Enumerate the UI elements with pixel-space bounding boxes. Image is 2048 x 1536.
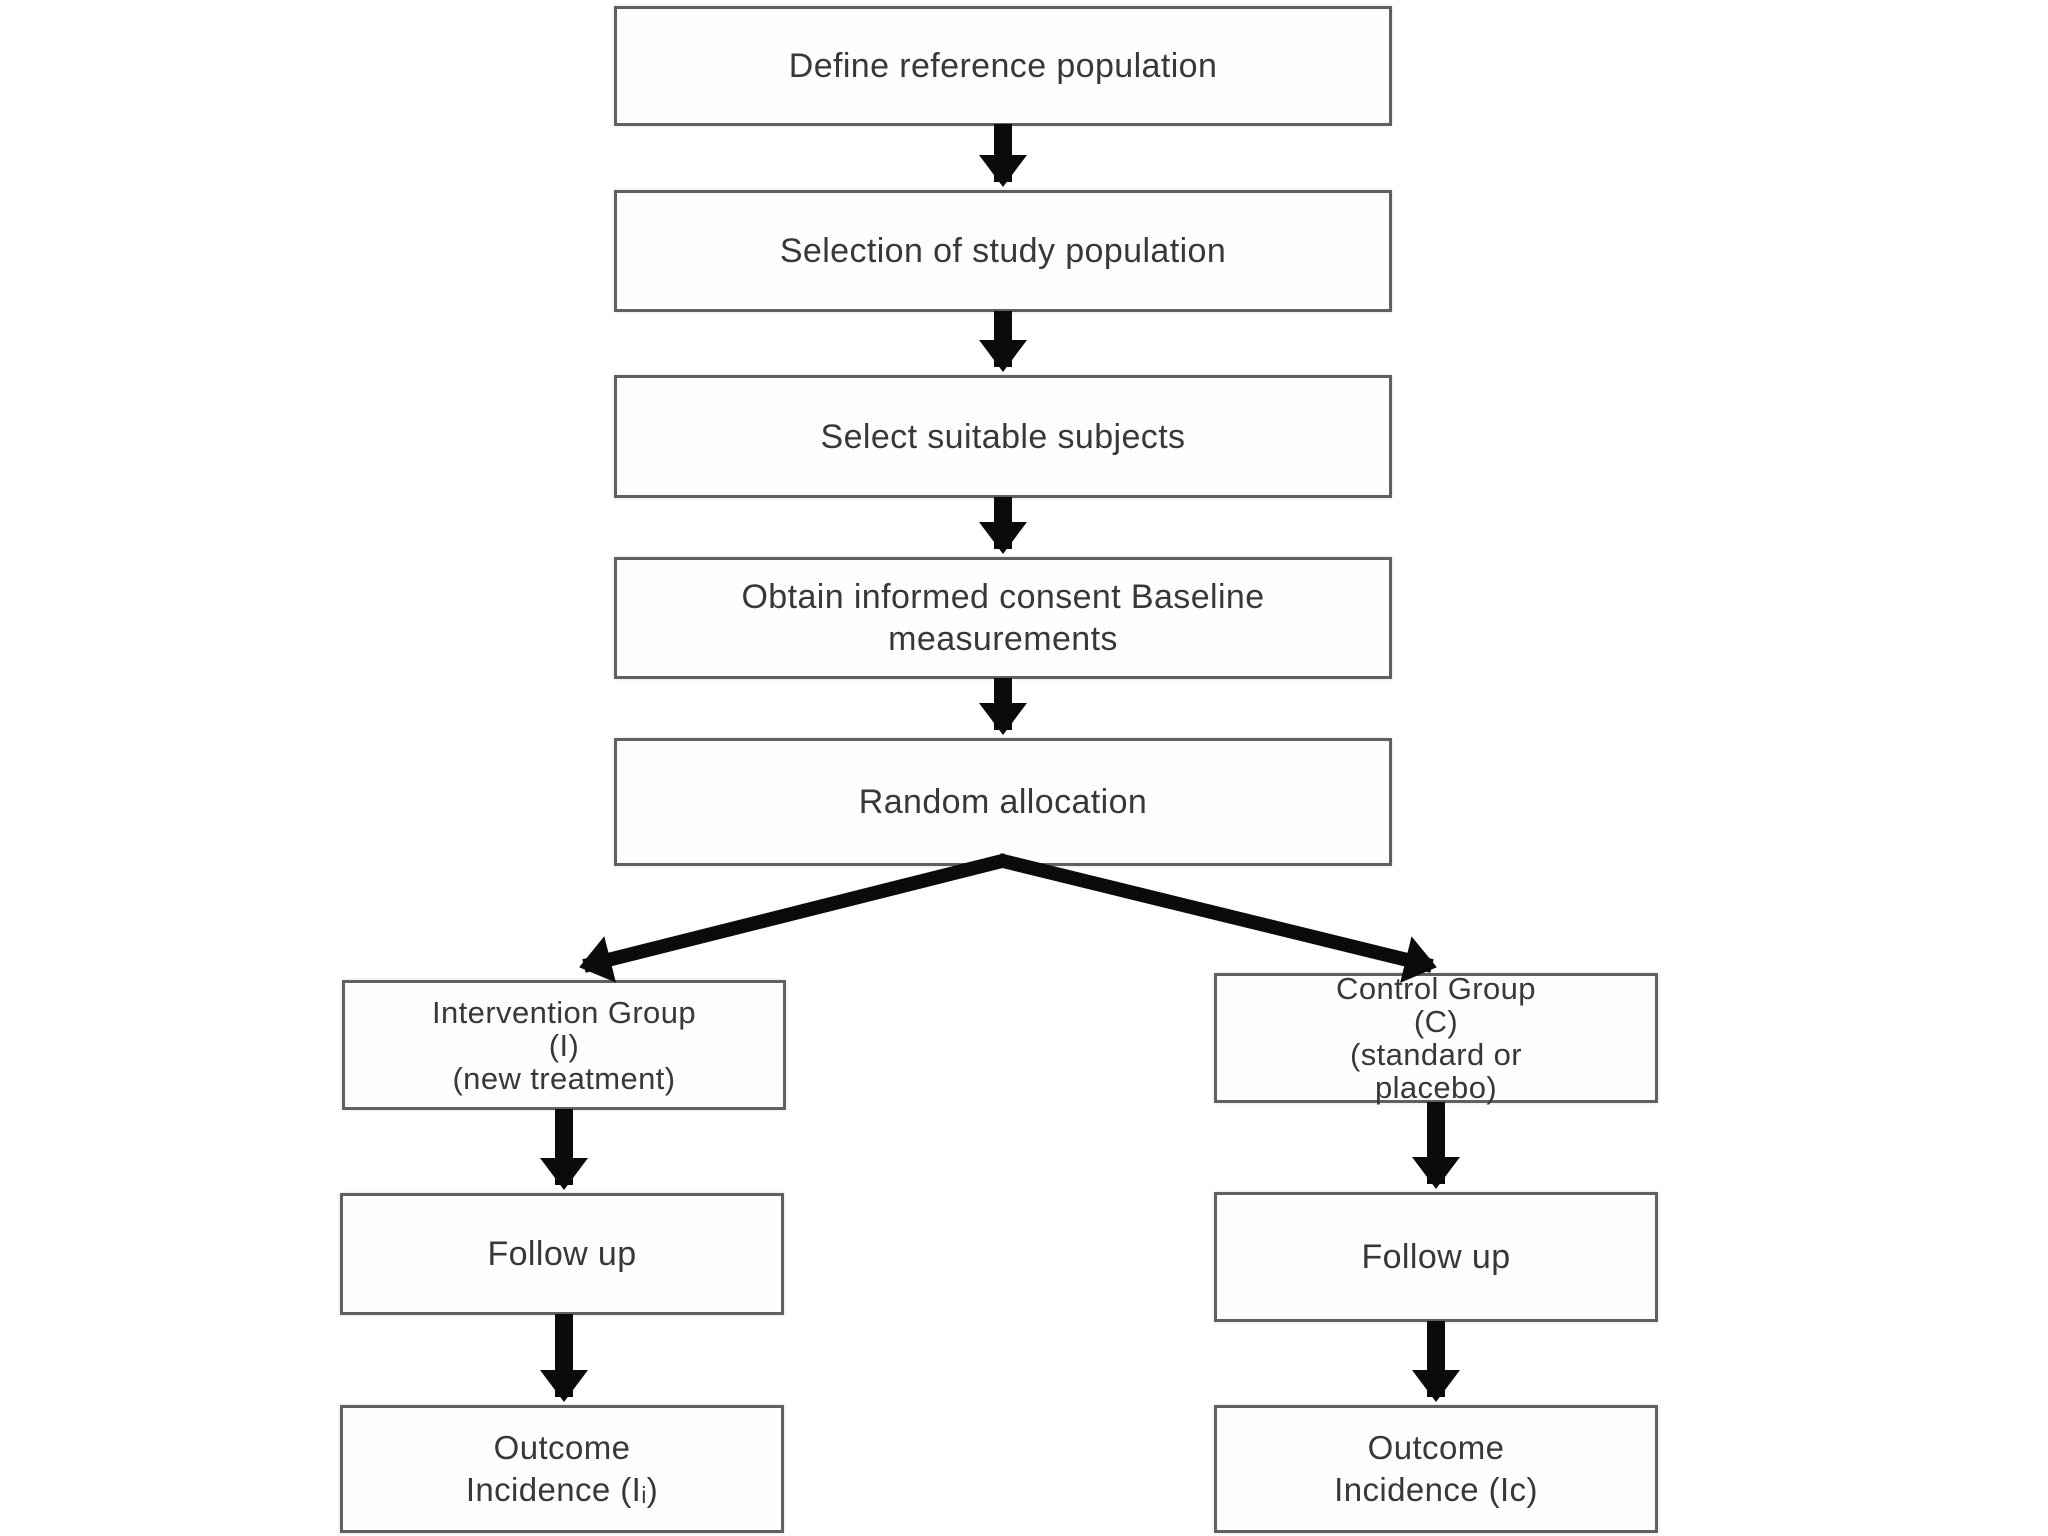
node-define-reference-population: Define reference population (614, 6, 1392, 126)
node-label-line: Incidence (Iᵢ) (465, 1471, 659, 1508)
node-random-allocation: Random allocation (614, 738, 1392, 866)
node-label: Random allocation (858, 783, 1148, 821)
node-control-group: Control Group (C) (standard or placebo) (1214, 971, 1658, 1105)
arrow-random-to-intervention (579, 853, 1008, 983)
node-label-line: Control Group (1336, 971, 1536, 1006)
node-selection-of-study-population: Selection of study population (614, 190, 1392, 312)
node-label: Follow up (1361, 1238, 1511, 1276)
node-label-line: placebo) (1374, 1070, 1498, 1105)
arrow-random-to-control (997, 853, 1437, 983)
node-follow-up-intervention: Follow up (340, 1193, 784, 1315)
node-outcome-incidence-intervention: Outcome Incidence (Iᵢ) (340, 1405, 784, 1533)
node-label: Define reference population (788, 47, 1218, 85)
node-follow-up-control: Follow up (1214, 1192, 1658, 1322)
node-outcome-incidence-control: Outcome Incidence (Ic) (1214, 1405, 1658, 1533)
node-label: Selection of study population (779, 232, 1227, 270)
node-label: Follow up (487, 1235, 637, 1273)
node-label-line: (standard or (1350, 1037, 1522, 1072)
node-obtain-informed-consent: Obtain informed consent Baseline measure… (614, 557, 1392, 679)
node-label-line: Outcome (493, 1429, 631, 1466)
node-label: Select suitable subjects (820, 417, 1186, 456)
node-label-line: Outcome (1367, 1429, 1505, 1466)
node-select-suitable-subjects: Select suitable subjects (614, 375, 1392, 498)
node-label-line: (I) (548, 1027, 580, 1063)
node-label-line: (new treatment) (452, 1060, 676, 1096)
node-label-line: measurements (888, 620, 1118, 658)
node-label-line: Obtain informed consent Baseline (741, 578, 1265, 616)
node-label-line: Incidence (Ic) (1334, 1471, 1538, 1508)
node-label-line: Intervention Group (432, 994, 696, 1030)
node-label-line: (C) (1413, 1004, 1459, 1039)
node-intervention-group: Intervention Group (I) (new treatment) (342, 980, 786, 1110)
